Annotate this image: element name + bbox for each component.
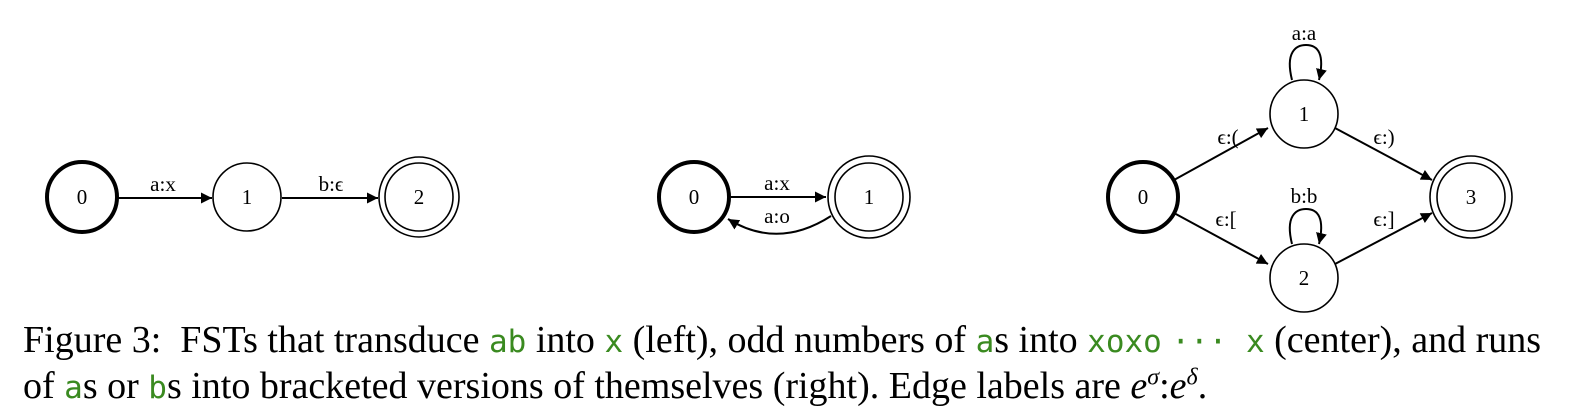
- caption-text-4: s into: [994, 319, 1078, 361]
- caption-text-3: (left), odd numbers of: [632, 319, 967, 361]
- left-edge-label-b-eps: b:ϵ: [319, 172, 344, 196]
- right-state-2: [1269, 243, 1339, 313]
- caption-code-xoxo: xoxo: [1087, 324, 1162, 360]
- caption-code-ab: ab: [488, 324, 527, 360]
- left-state-2-label: 2: [414, 185, 425, 209]
- right-edge-1-3: [1334, 127, 1433, 181]
- right-edge-0-2: [1173, 212, 1269, 265]
- caption-text-5: (center), and runs of: [23, 319, 1542, 407]
- caption-code-a-2: a: [64, 370, 83, 406]
- left-state-1: [212, 162, 282, 232]
- fst-figure: a:x b:ϵ 0 1 2 a:x a:o 0 1 ϵ:( ϵ:) a:a ϵ:…: [45, 21, 1513, 313]
- right-fst: ϵ:( ϵ:) a:a ϵ:[ ϵ:] b:b 0 1 2 3: [1106, 21, 1513, 313]
- left-state-1-label: 1: [242, 185, 253, 209]
- right-edge-2-3: [1334, 212, 1433, 265]
- caption-code-ellipsis-x: ··· x: [1171, 324, 1265, 360]
- right-state-1-label: 1: [1299, 102, 1310, 126]
- left-edge-label-a-x: a:x: [150, 172, 176, 196]
- caption-math-sigma: σ: [1147, 364, 1160, 391]
- center-edge-label-a-x: a:x: [764, 171, 790, 195]
- center-state-0-label: 0: [689, 185, 700, 209]
- caption-math-delta: δ: [1186, 364, 1198, 391]
- right-edge-label-eps-open-paren: ϵ:(: [1217, 125, 1238, 149]
- caption-text-2: into: [535, 319, 595, 361]
- right-state-3-final-inner: [1436, 162, 1506, 232]
- right-edge-label-eps-close-paren: ϵ:): [1373, 125, 1394, 149]
- left-state-2-final-inner: [384, 162, 454, 232]
- caption-end: .: [1197, 365, 1208, 407]
- center-state-1-label: 1: [864, 185, 875, 209]
- caption-text-1: FSTs that transduce: [180, 319, 480, 361]
- right-edge-label-b-b: b:b: [1291, 184, 1318, 208]
- figure-caption: Figure 3: FSTs that transduce ab into x …: [23, 318, 1568, 410]
- right-self-loop-1: [1288, 43, 1327, 81]
- caption-text-6: s or: [82, 365, 139, 407]
- right-edge-label-eps-close-bracket: ϵ:]: [1373, 207, 1394, 231]
- right-self-loop-2: [1288, 207, 1327, 245]
- caption-math-colon: :: [1159, 365, 1170, 407]
- right-state-1: [1269, 79, 1339, 149]
- caption-code-x: x: [604, 324, 624, 360]
- caption-math-e1: e: [1130, 365, 1148, 407]
- right-state-2-label: 2: [1299, 266, 1310, 290]
- right-state-0-label: 0: [1138, 185, 1149, 209]
- center-edge-1-0: [727, 215, 832, 235]
- center-state-0-start: [657, 160, 731, 234]
- right-edge-label-eps-open-bracket: ϵ:[: [1215, 207, 1236, 231]
- right-state-3-label: 3: [1466, 185, 1477, 209]
- caption-text-7: s into bracketed versions of themselves …: [166, 365, 1121, 407]
- caption-prefix: Figure 3:: [23, 319, 162, 361]
- right-state-0-start: [1106, 160, 1180, 234]
- center-state-1-final-inner: [834, 162, 904, 232]
- center-fst: a:x a:o 0 1: [657, 155, 911, 239]
- right-edge-label-a-a: a:a: [1292, 21, 1317, 45]
- right-edge-0-1: [1173, 127, 1269, 181]
- caption-code-b: b: [148, 370, 167, 406]
- left-state-0-start: [45, 160, 119, 234]
- caption-code-a-1: a: [975, 324, 995, 360]
- left-fst: a:x b:ϵ 0 1 2: [45, 156, 460, 238]
- left-state-0-label: 0: [77, 185, 88, 209]
- center-edge-label-a-o: a:o: [764, 204, 790, 228]
- caption-math-e2: e: [1169, 365, 1187, 407]
